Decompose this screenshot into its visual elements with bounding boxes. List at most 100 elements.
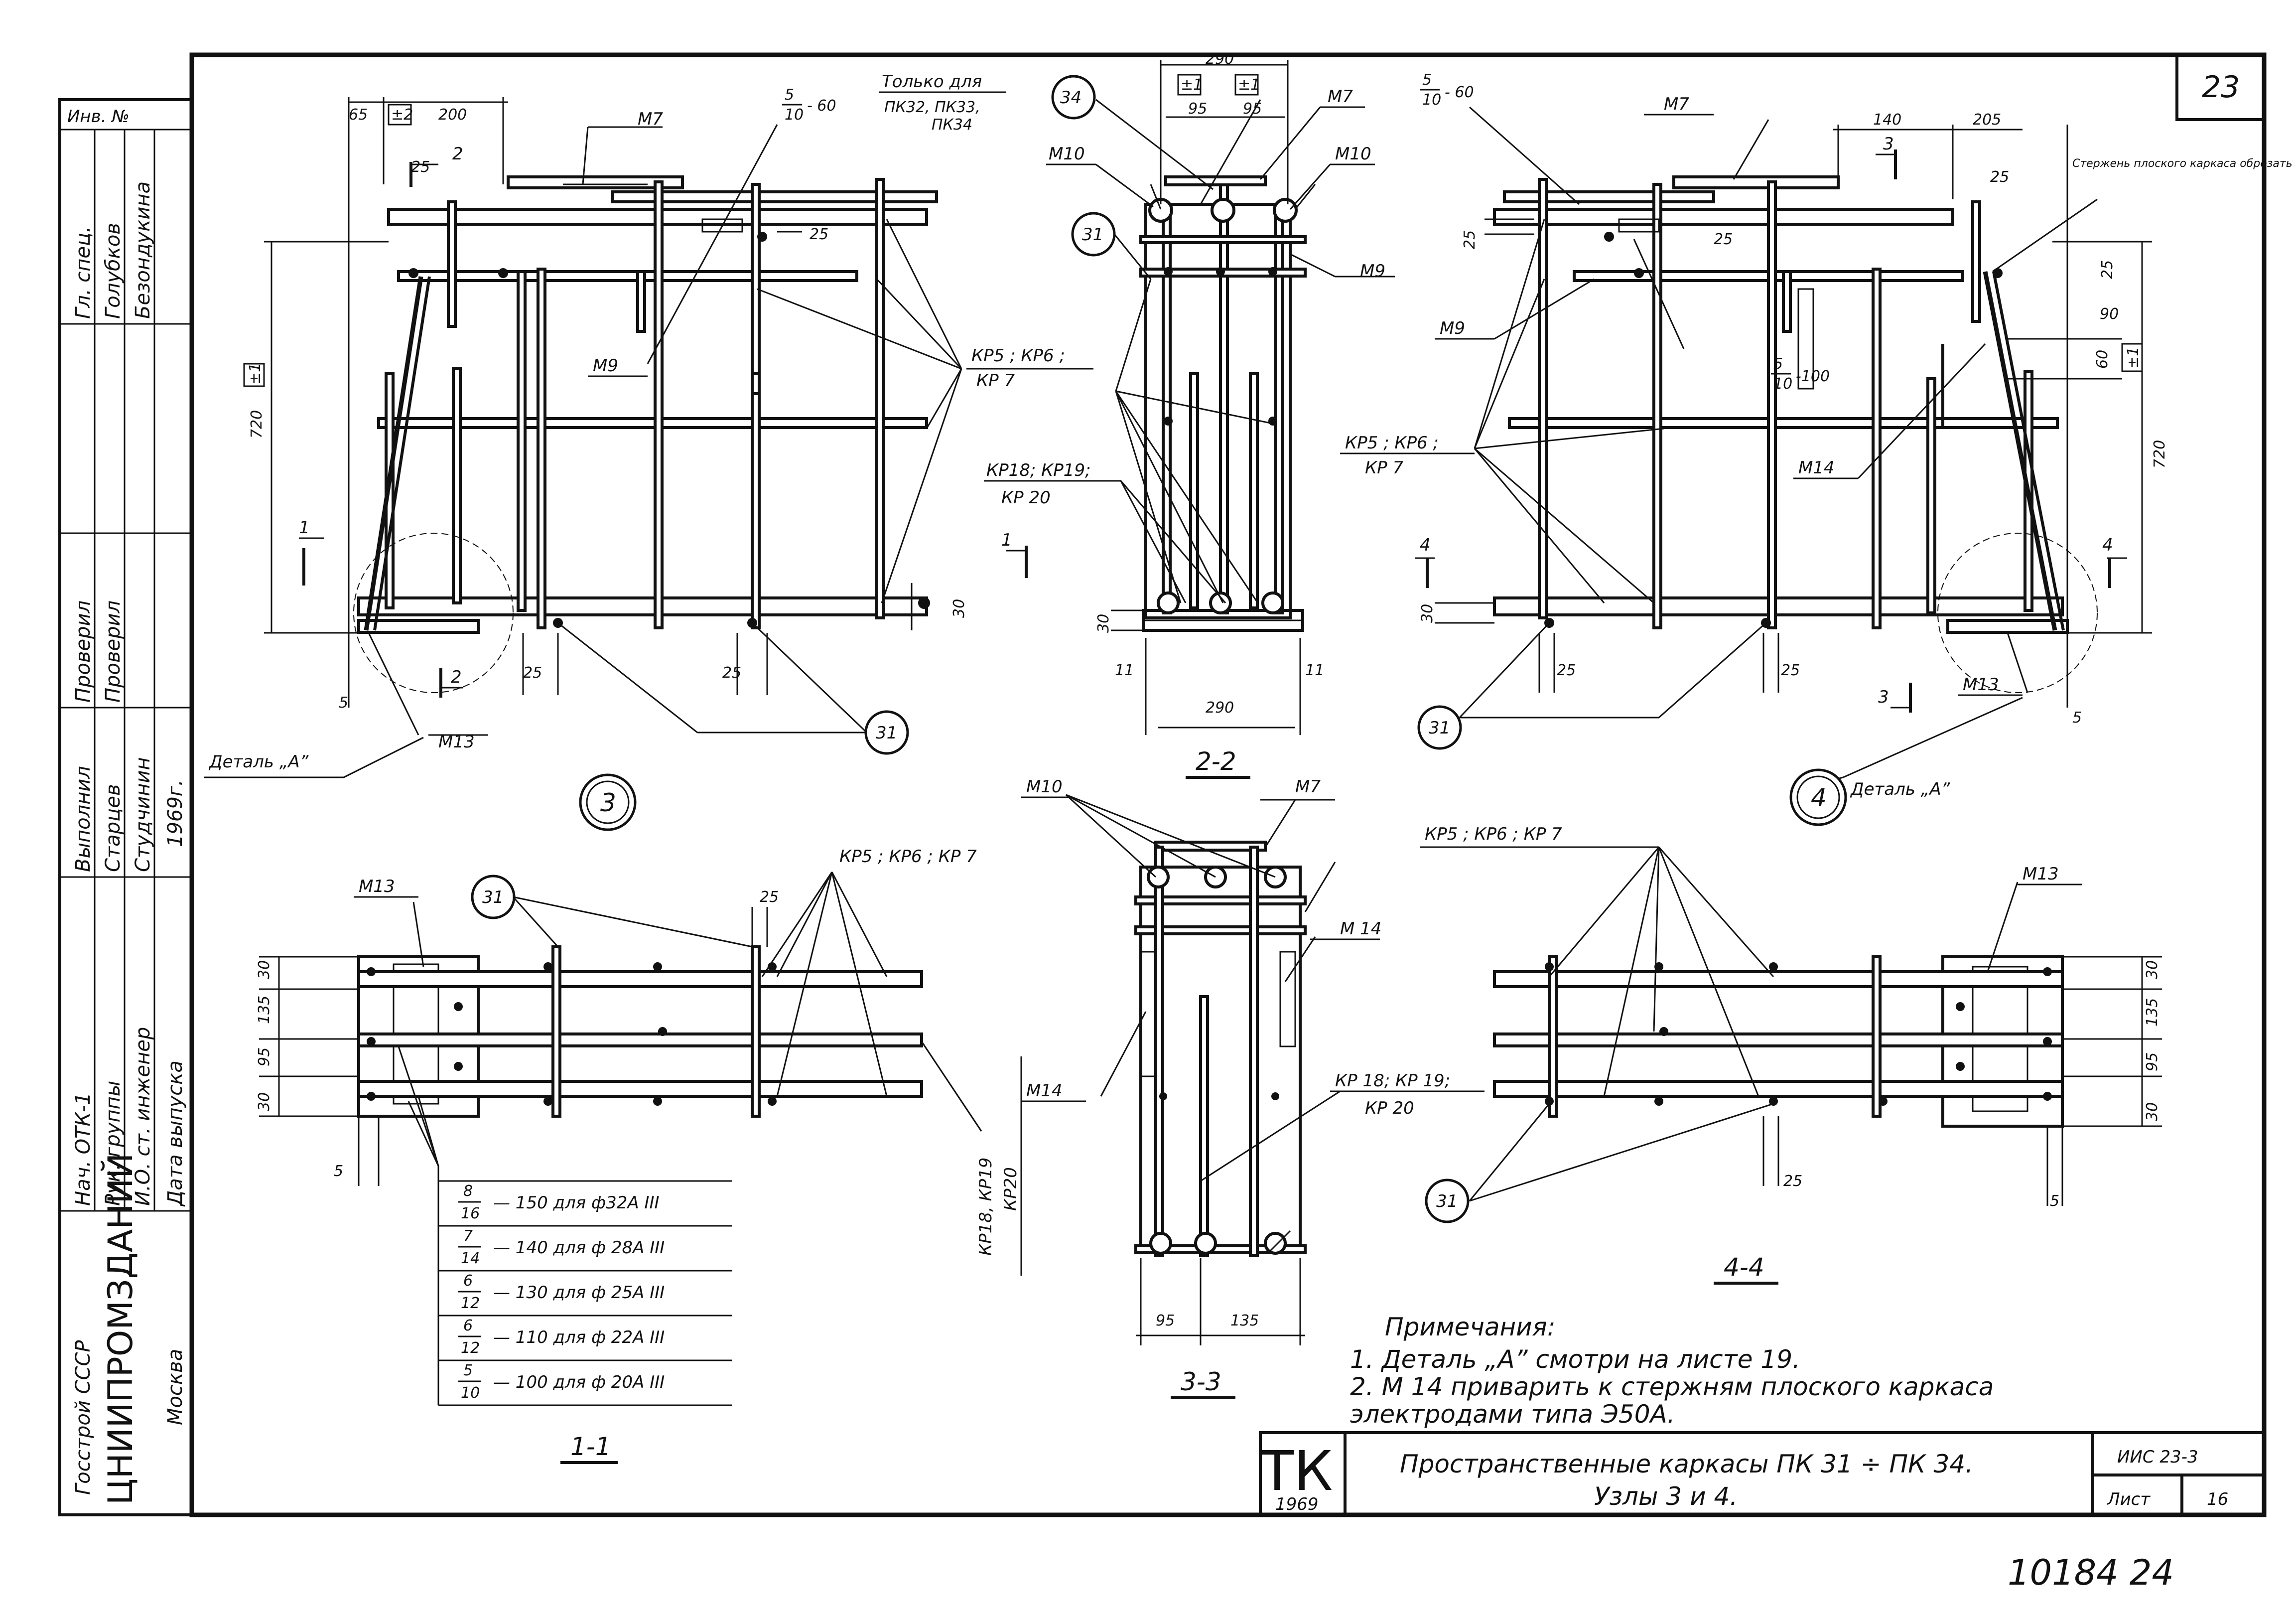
node-4-circle-inner <box>1796 775 1840 819</box>
title-line-2: Узлы 3 и 4. <box>1594 1482 1738 1511</box>
s33-dim-135: 135 <box>1230 1312 1259 1329</box>
weld-num: 6 <box>463 1317 473 1334</box>
weld-text: — 140 для ф 28А III <box>493 1238 665 1258</box>
page-number-box <box>2175 53 2266 121</box>
role-2-name: Проверил <box>102 600 125 703</box>
n3-dim-25-b1: 25 <box>523 664 542 682</box>
section-3-3-label: 3-3 <box>1181 1367 1221 1396</box>
n4-mark-4-left: 4 <box>1420 535 1431 555</box>
role-5: Нач. ОТК-1 <box>72 1092 95 1206</box>
s22-label-m7: М7 <box>1328 87 1353 107</box>
n3-mark-2: 2 <box>451 667 462 687</box>
n4-dim-140: 140 <box>1873 111 1901 129</box>
n3-only-for-list2: ПК34 <box>932 116 972 134</box>
release-year: 1969г. <box>164 779 187 847</box>
s11-dim-30b: 30 <box>256 1092 273 1111</box>
node-4-circle <box>1789 768 1847 826</box>
s22-tol-b: ±1 <box>1238 76 1260 94</box>
n3-dim-200: 200 <box>438 106 467 124</box>
n3-dim-720: 720 <box>248 410 266 439</box>
s11-weld-row-2: 6 12 — 130 для ф 25А III <box>458 1272 665 1312</box>
n3-label-m7: М7 <box>638 109 663 129</box>
s22-dim-95a: 95 <box>1188 100 1207 118</box>
detail-a-circle-left <box>353 533 514 693</box>
n4-weld-num: 5 <box>1422 71 1432 89</box>
role-1: Гл. спец. <box>72 226 95 319</box>
s22-label-kp18: КР18; КР19; <box>986 460 1091 480</box>
s44-dim-135: 135 <box>2144 998 2161 1027</box>
n3-label-m9: М9 <box>593 356 618 376</box>
notes-item-1: 1. Деталь „А” смотри на листе 19. <box>1350 1345 1800 1374</box>
n4-label-kp: КР5 ; КР6 ; <box>1345 433 1439 453</box>
role-2: Проверил <box>72 600 95 703</box>
n3-callout-31-text: 31 <box>876 723 897 743</box>
weld-den: 16 <box>461 1205 480 1222</box>
n4-label-m9: М9 <box>1440 318 1465 338</box>
n4-label-m13: М13 <box>1963 675 1999 695</box>
n3-only-for: Только для <box>882 72 982 92</box>
n3-dim-25-b2: 25 <box>722 664 741 682</box>
series-code: ИИС 23-3 <box>2117 1447 2198 1467</box>
node-4-elevation: 5 10 - 60 М7 140 205 Стержень плоского к… <box>1340 71 2296 826</box>
n4-dim-25-mid: 25 <box>1714 231 1733 248</box>
role-7: И.О. ст. инженер <box>132 1027 154 1206</box>
n4-weld2-len: -100 <box>1796 368 1830 385</box>
section-1-1-label: 1-1 <box>570 1432 611 1461</box>
n3-weld-num: 5 <box>785 86 794 104</box>
s33-label-m14a: М 14 <box>1340 919 1381 939</box>
tk-label: ТК <box>1260 1439 1333 1503</box>
sheet-label: Лист <box>2106 1489 2151 1509</box>
s44-callout-31 <box>1425 1179 1470 1223</box>
section-3-3: М10 М7 М 14 М14 КР 18; КР 19; КР 20 95 1… <box>1021 777 1485 1399</box>
n3-weld-den: 10 <box>785 106 804 124</box>
notes-item-2: 2. М 14 приварить к стержням плоского ка… <box>1350 1372 1994 1401</box>
n4-mark-3-top: 3 <box>1883 134 1894 154</box>
weld-num: 5 <box>463 1362 473 1379</box>
n4-dim-25-b1: 25 <box>1557 662 1576 679</box>
weld-den: 10 <box>461 1384 480 1402</box>
s11-dim-25: 25 <box>760 888 779 906</box>
s11-dim-5: 5 <box>334 1163 343 1180</box>
s33-label-m10: М10 <box>1026 777 1063 797</box>
detail-a-right-label: Деталь „А” <box>1850 779 1950 799</box>
node-3-elevation: 65 ±2 200 25 25 25 25 720 ±1 30 5 5 10 -… <box>204 72 1093 831</box>
n3-dim-25-top: 25 <box>411 158 430 176</box>
n4-dim-25: 25 <box>1990 168 2009 186</box>
role-4-name: Студчинин <box>132 757 154 873</box>
role-3-name: Старцев <box>102 784 125 872</box>
s22-label-m10a: М10 <box>1049 144 1085 164</box>
n4-weld-len: - 60 <box>1445 84 1474 101</box>
n4-weld-den: 10 <box>1422 91 1441 109</box>
n4-tol: ±1 <box>2125 347 2142 369</box>
s11-label-kp20: КР20 <box>1001 1167 1021 1211</box>
page-number: 23 <box>2202 70 2240 105</box>
n4-label-m7: М7 <box>1664 94 1689 114</box>
n4-dim-720: 720 <box>2151 440 2168 468</box>
n4-dim-25-right: 25 <box>2099 260 2116 279</box>
s11-label-m13: М13 <box>359 877 395 896</box>
s11-weld-row-1: 7 14 — 140 для ф 28А III <box>458 1227 665 1267</box>
s22-mark-1: 1 <box>1001 530 1012 550</box>
left-stamp: Инв. № Гл. спец. Голубков Безондукина Пр… <box>58 98 193 1516</box>
weld-text: — 100 для ф 20А III <box>493 1372 665 1392</box>
node-3-label: 3 <box>600 788 616 817</box>
s11-label-kp: КР5 ; КР6 ; КР 7 <box>839 847 977 867</box>
s44-callout-31-text: 31 <box>1436 1191 1458 1211</box>
role-6: Рук. группы <box>102 1081 125 1206</box>
title-block: ТК 1969 Пространственные каркасы ПК 31 ÷… <box>1259 1431 2266 1516</box>
n3-mark-2-top: 2 <box>452 144 463 164</box>
section-4-4: КР5 ; КР6 ; КР 7 М13 31 30 135 95 30 25 … <box>1420 824 2162 1285</box>
n3-dim-25-mid: 25 <box>810 226 828 243</box>
s11-dim-30a: 30 <box>256 960 273 979</box>
s22-label-m10b: М10 <box>1335 144 1371 164</box>
s44-dim-30b: 30 <box>2144 1102 2161 1121</box>
weld-den: 12 <box>461 1295 480 1312</box>
n3-dim-65: 65 <box>349 106 368 124</box>
s44-dim-95: 95 <box>2144 1052 2161 1071</box>
n3-tol: ±1 <box>247 363 264 385</box>
n4-callout-31-text: 31 <box>1429 718 1450 738</box>
n4-label-kp2: КР 7 <box>1365 458 1403 478</box>
s11-callout-31 <box>471 875 516 919</box>
n4-callout-31 <box>1417 705 1462 750</box>
node-3-circle-inner <box>586 780 630 824</box>
